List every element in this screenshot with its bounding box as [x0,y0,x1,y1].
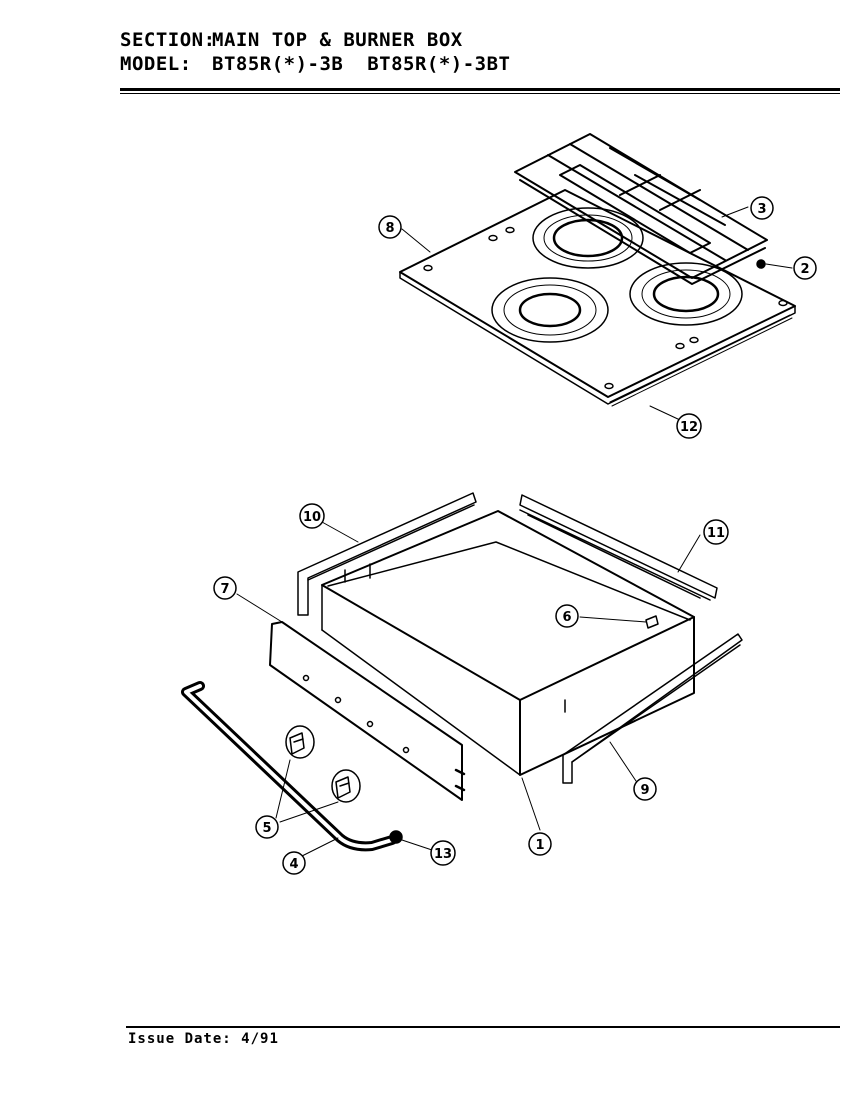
svg-text:5: 5 [262,821,271,836]
svg-text:13: 13 [434,847,452,862]
svg-text:12: 12 [680,420,698,435]
grate-bumper [756,259,766,269]
burner-well-rear-left [532,207,644,269]
issue-date: 4/91 [241,1031,279,1047]
callout-3: 3 [750,196,774,220]
svg-text:4: 4 [289,857,298,872]
svg-text:2: 2 [800,262,809,277]
callout-2: 2 [793,256,817,280]
gas-valve-upper [285,725,315,759]
callout-6: 6 [555,604,579,628]
callout-7: 7 [213,576,237,600]
svg-text:3: 3 [757,202,766,217]
svg-text:9: 9 [640,783,649,798]
header-rule-thick [120,88,840,91]
footer-rule [126,1026,840,1028]
callout-12: 12 [676,413,702,439]
burner-box [321,510,695,776]
leader-lines [236,206,793,857]
manifold-cap [389,830,403,844]
section-line: SECTION:MAIN TOP & BURNER BOX [120,28,510,52]
svg-text:8: 8 [385,221,394,236]
section-label: SECTION: [120,29,216,51]
svg-text:10: 10 [303,510,321,525]
model-values: BT85R(*)-3B BT85R(*)-3BT [212,53,511,75]
section-value: MAIN TOP & BURNER BOX [212,29,463,51]
callout-11: 11 [703,519,729,545]
gas-valve-lower [331,769,361,803]
burner-well-front-left [491,277,609,343]
callout-5: 5 [255,815,279,839]
box-fastener [645,615,659,629]
gas-manifold-pipe [181,681,397,852]
callout-4: 4 [282,851,306,875]
svg-text:6: 6 [562,610,571,625]
callout-8: 8 [378,215,402,239]
svg-text:1: 1 [535,838,544,853]
side-trim-right [562,633,743,784]
model-label: MODEL: [120,53,192,75]
burner-well-front-right [629,262,743,326]
callout-9: 9 [633,777,657,801]
callout-13: 13 [430,840,456,866]
header-rule-thin [120,93,840,94]
svg-text:11: 11 [707,526,725,541]
model-line: MODEL: BT85R(*)-3B BT85R(*)-3BT [120,52,510,76]
burner-grate [514,133,768,285]
callout-1: 1 [528,832,552,856]
side-trim-rear [519,494,718,601]
diagram-header: SECTION:MAIN TOP & BURNER BOX MODEL: BT85… [120,28,510,76]
issue-label: Issue Date: [128,1031,232,1047]
callout-10: 10 [299,503,325,529]
side-trim-left [297,492,477,616]
issue-date-line: Issue Date: 4/91 [128,1031,279,1047]
svg-text:7: 7 [220,582,229,597]
front-control-panel [269,621,466,801]
